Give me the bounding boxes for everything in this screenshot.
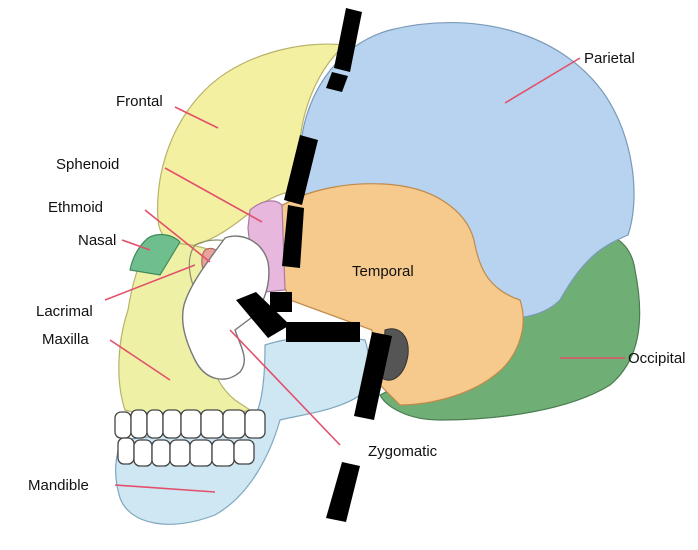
label-nasal: Nasal — [78, 233, 116, 248]
label-parietal: Parietal — [584, 51, 635, 66]
label-frontal: Frontal — [116, 94, 163, 109]
label-mandible: Mandible — [28, 478, 89, 493]
label-occipital: Occipital — [628, 351, 686, 366]
label-temporal: Temporal — [352, 264, 414, 279]
label-lacrimal: Lacrimal — [36, 304, 93, 319]
label-maxilla: Maxilla — [42, 332, 89, 347]
label-sphenoid: Sphenoid — [56, 157, 119, 172]
label-zygomatic: Zygomatic — [368, 444, 437, 459]
label-ethmoid: Ethmoid — [48, 200, 103, 215]
